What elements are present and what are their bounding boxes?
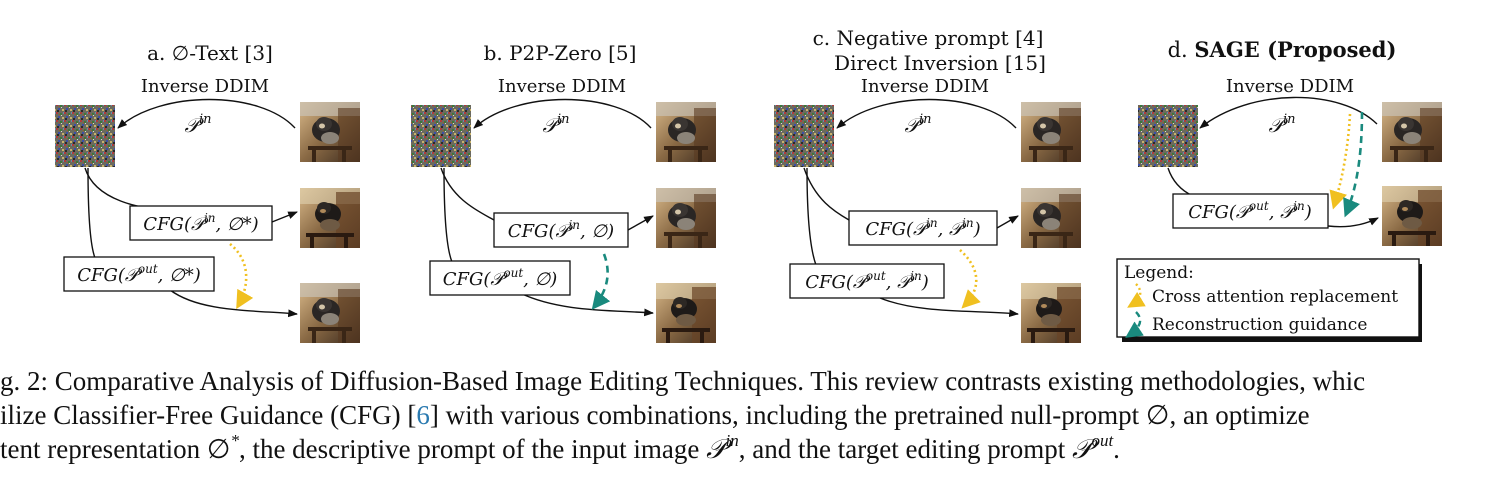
cfg-box-top (848, 210, 998, 246)
cfg-box (1172, 193, 1329, 229)
panel-c-title-line2: Direct Inversion [15] (834, 51, 1046, 75)
edited-image (300, 283, 360, 343)
upper-branch-line (84, 167, 176, 211)
cfg-box-top-label: CFG(𝒫in, 𝒫in) (865, 216, 980, 240)
reconstructed-image (300, 188, 360, 248)
output-arrow (1327, 217, 1379, 228)
panel-a-inverse-prompt: 𝒫in (185, 112, 212, 137)
cfg-box-bottom-label: CFG(𝒫out, ∅*) (77, 262, 201, 286)
inverse-ddim-arrow (836, 98, 1017, 129)
caption-line-3: tent representation ∅*, the descriptive … (0, 431, 1120, 464)
caption-line-1: g. 2: Comparative Analysis of Diffusion-… (0, 366, 1366, 396)
panel-a-inverse-label: Inverse DDIM (141, 76, 269, 97)
cfg-box-top (493, 212, 629, 248)
cfg-box-top-label: CFG(𝒫in, ∅) (508, 218, 614, 242)
edited-image (1382, 186, 1442, 246)
reconstructed-image (656, 188, 716, 248)
legend-item-cross-attention: Cross attention replacement (1152, 287, 1398, 307)
lower-branch-line (443, 167, 453, 263)
input-image (1382, 102, 1442, 162)
cross-attention-arrow (1329, 113, 1352, 210)
noise-latent-image (1138, 105, 1198, 167)
panel-c-title: c. Negative prompt [4] (813, 26, 1044, 50)
panel-c-inverse-prompt: 𝒫in (905, 112, 932, 137)
reconstructed-image (1021, 188, 1081, 248)
panel-d-inverse-prompt: 𝒫in (1269, 112, 1296, 137)
reconstruction-arrow (1343, 111, 1364, 218)
upper-branch-line (440, 167, 495, 221)
upper-output-arrow (627, 215, 654, 231)
panel-d: d. SAGE (Proposed) Inverse DDIM 𝒫in CFG(… (1138, 37, 1442, 246)
lower-output-arrow (519, 292, 654, 317)
lower-output-arrow (879, 297, 1019, 318)
cross-attention-arrow (229, 242, 254, 310)
panel-d-title: d. SAGE (Proposed) (1168, 37, 1397, 62)
cfg-box-top (129, 205, 273, 241)
edited-image (1021, 283, 1081, 343)
input-image (1021, 102, 1081, 162)
panel-b: b. P2P-Zero [5] Inverse DDIM 𝒫in CFG(𝒫in… (411, 41, 716, 343)
panel-b-inverse-label: Inverse DDIM (498, 76, 626, 97)
upper-branch-line (803, 167, 850, 221)
legend-reconstruction-icon (1125, 311, 1144, 338)
cross-attention-arrow (959, 249, 981, 309)
panel-b-title: b. P2P-Zero [5] (484, 41, 637, 65)
caption-line-2: ilize Classifier-Free Guidance (CFG) [6]… (0, 400, 1310, 430)
legend-title: Legend: (1124, 263, 1194, 283)
diagram-figure: a. ∅-Text [3] Inverse DDIM 𝒫in CFG(𝒫in, … (55, 26, 1442, 343)
panel-a: a. ∅-Text [3] Inverse DDIM 𝒫in CFG(𝒫in, … (55, 41, 360, 343)
panel-c-inverse-label: Inverse DDIM (861, 76, 989, 97)
figure-caption: g. 2: Comparative Analysis of Diffusion-… (0, 364, 1496, 466)
input-image (300, 102, 360, 162)
cfg-box-top-label: CFG(𝒫in, ∅*) (143, 211, 258, 235)
branch-line (1167, 167, 1194, 197)
citation-link[interactable]: 6 (416, 400, 430, 430)
panel-b-inverse-prompt: 𝒫in (543, 112, 570, 137)
input-image (656, 102, 716, 162)
cfg-box-bottom (63, 256, 215, 292)
lower-branch-line (806, 167, 817, 266)
noise-latent-image (55, 105, 115, 167)
cfg-box-bottom-label: CFG(𝒫out, ∅) (443, 266, 558, 290)
edited-image (656, 283, 716, 343)
inverse-ddim-arrow (473, 98, 652, 129)
legend-item-reconstruction: Reconstruction guidance (1152, 315, 1367, 335)
panel-c: c. Negative prompt [4] Direct Inversion … (774, 26, 1081, 343)
lower-output-arrow (169, 289, 298, 318)
noise-latent-image (411, 105, 471, 167)
upper-output-arrow (271, 211, 298, 223)
legend-box (1116, 258, 1420, 338)
panel-a-title: a. ∅-Text [3] (147, 41, 273, 65)
lower-branch-line (87, 167, 96, 259)
reconstruction-arrow (591, 253, 611, 310)
upper-output-arrow (996, 215, 1019, 229)
panel-d-inverse-label: Inverse DDIM (1226, 76, 1354, 97)
legend: Legend: Cross attention replacement Reco… (1116, 258, 1422, 342)
cfg-box-bottom (429, 260, 571, 296)
cfg-box-bottom (789, 263, 945, 299)
cfg-box-bottom-label: CFG(𝒫out, 𝒫in) (805, 269, 928, 293)
inverse-ddim-arrow (117, 98, 296, 129)
cfg-box-label: CFG(𝒫out, 𝒫in) (1188, 199, 1311, 223)
noise-latent-image (774, 105, 834, 167)
